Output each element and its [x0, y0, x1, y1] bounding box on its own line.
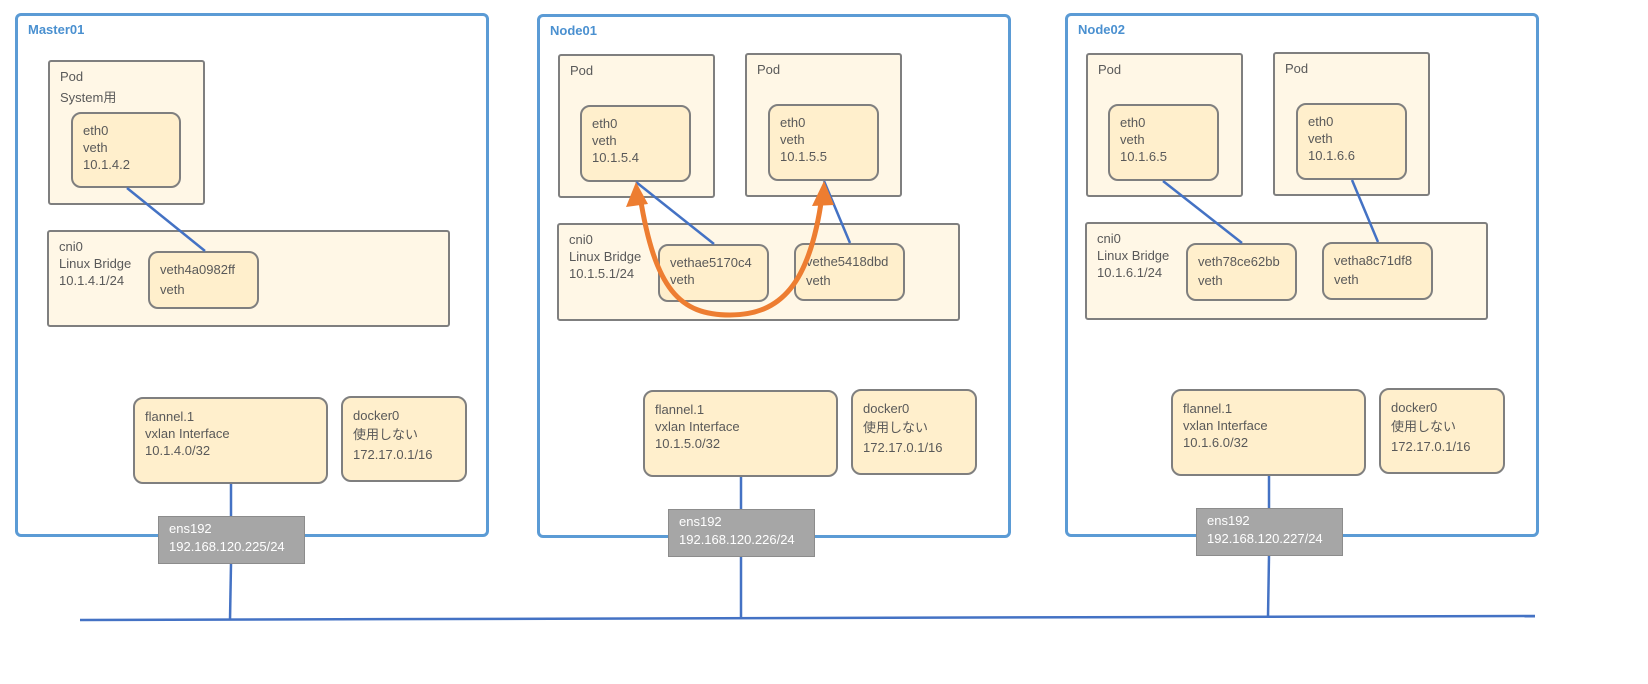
nic-name: ens192: [679, 514, 722, 529]
docker-note: 使用しない: [1391, 419, 1457, 434]
veth-name: veth78ce62bb: [1198, 254, 1280, 269]
network-bus-line: [79, 614, 1536, 622]
veth-type: veth: [670, 272, 695, 287]
docker-ip: 172.17.0.1/16: [863, 440, 943, 455]
pod-eth0-box: eth0 veth 10.1.5.4: [580, 105, 691, 182]
veth-type: veth: [160, 282, 185, 297]
docker-note: 使用しない: [353, 427, 419, 442]
node-title: Node02: [1078, 22, 1125, 37]
nic-name: ens192: [169, 521, 212, 536]
flannel-ip: 10.1.4.0/32: [145, 443, 211, 458]
veth-name: vetha8c71df8: [1334, 253, 1413, 268]
pod-eth0-box: eth0 veth 10.1.6.5: [1108, 104, 1219, 181]
flannel-type: vxlan Interface: [1183, 418, 1268, 433]
pod-purpose: System用: [60, 90, 117, 105]
veth-box: veth4a0982ff veth: [148, 251, 259, 309]
nic-name: ens192: [1207, 513, 1250, 528]
veth-name: vethe5418dbd: [806, 254, 889, 269]
master01-nic-to-bus: [228, 563, 233, 621]
cni-ip: 10.1.5.1/24: [569, 266, 635, 281]
eth-ip: 10.1.5.4: [592, 150, 639, 165]
eth-name: eth0: [83, 123, 109, 138]
node-title: Node01: [550, 23, 597, 38]
eth-name: eth0: [592, 116, 618, 131]
eth-ip: 10.1.6.5: [1120, 149, 1167, 164]
node02-nic-to-bus: [1266, 555, 1271, 618]
eth-type: veth: [1308, 131, 1333, 146]
eth-name: eth0: [1120, 115, 1146, 130]
cni0-bridge-box: cni0 Linux Bridge 10.1.4.1/24: [47, 230, 450, 327]
ens192-nic: ens192 192.168.120.227/24: [1196, 508, 1343, 556]
veth-box: vethae5170c4 veth: [658, 244, 769, 302]
pod-label: Pod: [1098, 62, 1122, 77]
cni-ip: 10.1.6.1/24: [1097, 265, 1163, 280]
docker-name: docker0: [1391, 400, 1438, 415]
flannel-ip: 10.1.6.0/32: [1183, 435, 1249, 450]
pod-eth0-box: eth0 veth 10.1.4.2: [71, 112, 181, 188]
docker0-box: docker0 使用しない 172.17.0.1/16: [1379, 388, 1505, 474]
docker-name: docker0: [863, 401, 910, 416]
cni-type: Linux Bridge: [569, 249, 642, 264]
ens192-nic: ens192 192.168.120.226/24: [668, 509, 815, 557]
eth-ip: 10.1.4.2: [83, 157, 130, 172]
eth-name: eth0: [780, 115, 806, 130]
nic-ip: 192.168.120.225/24: [169, 539, 285, 554]
veth-type: veth: [1334, 272, 1359, 287]
pod-label: Pod: [570, 63, 594, 78]
pod-eth0-box: eth0 veth 10.1.5.5: [768, 104, 879, 181]
flannel-name: flannel.1: [1183, 401, 1233, 416]
flannel-box: flannel.1 vxlan Interface 10.1.6.0/32: [1171, 389, 1366, 476]
veth-box: veth78ce62bb veth: [1186, 243, 1297, 301]
eth-name: eth0: [1308, 114, 1334, 129]
pod-label: Pod: [1285, 61, 1309, 76]
docker-ip: 172.17.0.1/16: [353, 447, 433, 462]
eth-type: veth: [1120, 132, 1145, 147]
flannel-name: flannel.1: [145, 409, 195, 424]
flannel-box: flannel.1 vxlan Interface 10.1.4.0/32: [133, 397, 328, 484]
cni-name: cni0: [59, 239, 83, 254]
pod-eth0-box: eth0 veth 10.1.6.6: [1296, 103, 1407, 180]
veth-box: vethe5418dbd veth: [794, 243, 905, 301]
nic-ip: 192.168.120.226/24: [679, 532, 795, 547]
flannel-box: flannel.1 vxlan Interface 10.1.5.0/32: [643, 390, 838, 477]
docker-name: docker0: [353, 408, 400, 423]
pod-label: Pod: [60, 69, 84, 84]
eth-ip: 10.1.5.5: [780, 149, 827, 164]
cni-type: Linux Bridge: [1097, 248, 1170, 263]
flannel-name: flannel.1: [655, 402, 705, 417]
docker0-box: docker0 使用しない 172.17.0.1/16: [341, 396, 467, 482]
cni-ip: 10.1.4.1/24: [59, 273, 125, 288]
ens192-nic: ens192 192.168.120.225/24: [158, 516, 305, 564]
docker0-box: docker0 使用しない 172.17.0.1/16: [851, 389, 977, 475]
veth-type: veth: [1198, 273, 1223, 288]
pod-label: Pod: [757, 62, 781, 77]
cni-name: cni0: [569, 232, 593, 247]
veth-box: vetha8c71df8 veth: [1322, 242, 1433, 300]
cni-name: cni0: [1097, 231, 1121, 246]
veth-type: veth: [806, 273, 831, 288]
eth-type: veth: [780, 132, 805, 147]
nic-ip: 192.168.120.227/24: [1207, 531, 1323, 546]
docker-ip: 172.17.0.1/16: [1391, 439, 1471, 454]
cni-type: Linux Bridge: [59, 256, 132, 271]
node-title: Master01: [28, 22, 85, 37]
eth-type: veth: [592, 133, 617, 148]
flannel-type: vxlan Interface: [145, 426, 230, 441]
eth-type: veth: [83, 140, 108, 155]
flannel-ip: 10.1.5.0/32: [655, 436, 721, 451]
eth-ip: 10.1.6.6: [1308, 148, 1355, 163]
veth-name: veth4a0982ff: [160, 262, 235, 277]
docker-note: 使用しない: [863, 420, 929, 435]
flannel-type: vxlan Interface: [655, 419, 740, 434]
veth-name: vethae5170c4: [670, 255, 752, 270]
